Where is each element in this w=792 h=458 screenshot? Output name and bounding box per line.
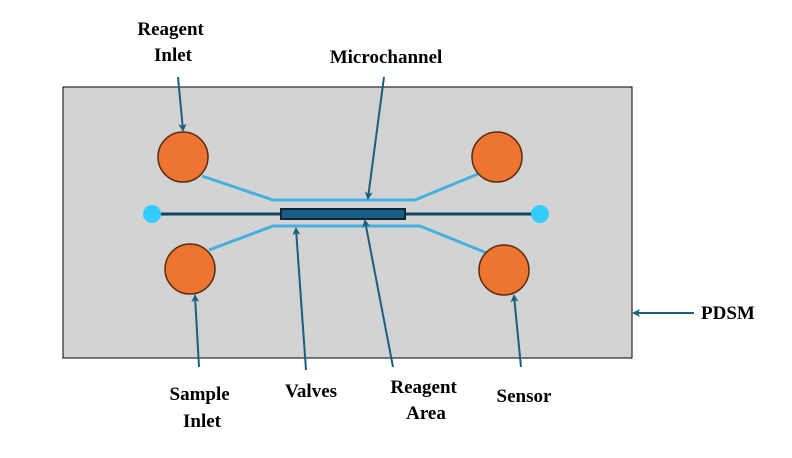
port-top-right	[471, 131, 523, 183]
label-pdsm: PDSM	[701, 303, 755, 324]
branch-channel-top-right	[368, 172, 479, 202]
endpoint-right	[531, 205, 549, 223]
label-reagent-area: Reagent Area	[390, 377, 461, 424]
arrow-reagent-inlet	[177, 76, 187, 132]
label-valves: Valves	[285, 381, 337, 402]
pdsm-substrate	[62, 86, 633, 359]
branch-channel-bottom-right	[419, 224, 488, 255]
arrow-microchannel	[364, 76, 385, 200]
arrow-sensor	[510, 294, 522, 368]
branch-channel-top-left	[201, 174, 368, 202]
arrow-sample-inlet	[191, 294, 200, 368]
endpoint-left	[143, 205, 161, 223]
arrow-valves	[292, 227, 307, 371]
label-sample-inlet: Sample Inlet	[170, 384, 235, 432]
label-sensor: Sensor	[497, 386, 552, 407]
port-sensor	[478, 244, 530, 296]
branch-channel-bottom-left	[208, 224, 420, 252]
reagent-area	[280, 208, 406, 220]
port-sample-inlet	[164, 243, 216, 295]
arrow-reagent-area	[362, 219, 394, 368]
port-reagent-inlet	[157, 131, 209, 183]
label-reagent-inlet: Reagent Inlet	[137, 19, 208, 66]
label-microchannel: Microchannel	[330, 47, 443, 68]
